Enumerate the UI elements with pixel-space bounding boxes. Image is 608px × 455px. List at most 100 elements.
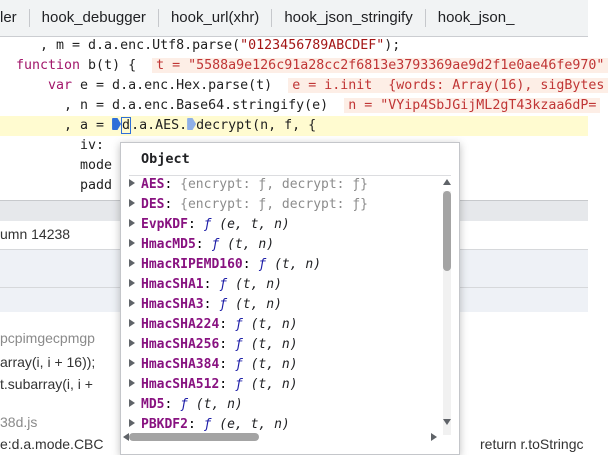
search-result-text[interactable]: pcpimgecpmgp [0,330,95,346]
property-row-hmacsha256[interactable]: HmacSHA256: ƒ (t, n) [129,335,298,355]
cursor-position: umn 14238 [0,226,71,242]
property-value: {encrypt: ƒ, decrypt: ƒ} [180,177,368,192]
function-icon: ƒ [258,257,267,272]
expand-arrow-icon[interactable] [129,279,135,287]
property-row-hmacsha1[interactable]: HmacSHA1: ƒ (t, n) [129,275,282,295]
vertical-scrollbar[interactable] [443,191,451,435]
expand-arrow-icon[interactable] [129,219,135,227]
code-line: , n = d.a.enc.Base64.stringify(e) n = "V… [48,96,601,116]
property-row-evpkdf[interactable]: EvpKDF: ƒ (e, t, n) [129,215,290,235]
tab-separator [157,9,159,27]
code-line: , m = d.a.enc.Utf8.parse("0123456789ABCD… [24,36,400,56]
function-args: (t, n) [250,317,298,332]
tab-separator [424,9,426,27]
code-line: var e = d.a.enc.Hex.parse(t) e = i.init … [48,76,608,96]
property-row-hmacsha224[interactable]: HmacSHA224: ƒ (t, n) [129,315,298,335]
function-args: (t, n) [234,297,282,312]
popover-title: Object [141,151,190,167]
function-args: (t, n) [250,357,298,372]
function-icon: ƒ [203,217,212,232]
tab-separator [271,9,273,27]
property-row-aes[interactable]: AES: {encrypt: ƒ, decrypt: ƒ} [129,175,368,195]
object-preview-popover[interactable]: Object AES: {encrypt: ƒ, decrypt: ƒ} DES… [120,142,460,455]
function-icon: ƒ [219,297,228,312]
property-row-des[interactable]: DES: {encrypt: ƒ, decrypt: ƒ} [129,195,368,215]
scroll-left-arrow-icon[interactable] [123,433,129,441]
code-text: decrypt(n, f, { [196,118,317,133]
horizontal-scrollbar[interactable] [129,433,429,441]
current-line-highlight [0,116,588,136]
tab-separator [28,9,30,27]
function-icon: ƒ [219,277,228,292]
step-marker-icon[interactable] [187,118,197,130]
expand-arrow-icon[interactable] [129,259,135,267]
divider [129,175,451,176]
inline-value: n = "VYip4SbJGijML2gT43kzaa6dP= [344,98,601,113]
property-name: EvpKDF [141,217,188,232]
tab-hook-debugger[interactable]: hook_debugger [41,9,146,26]
function-icon: ƒ [234,337,243,352]
expand-arrow-icon[interactable] [129,399,135,407]
scrollbar-thumb[interactable] [129,433,259,441]
search-result-text[interactable]: t.subarray(i, i + [0,376,93,392]
search-result-text[interactable]: array(i, i + 16)); [0,354,96,370]
code-line: function b(t) { t = "5588a9e126c91a28cc2… [16,56,608,76]
function-icon: ƒ [211,237,220,252]
hovered-token[interactable]: d [121,117,132,134]
property-name: AES [141,177,165,192]
tab-ler[interactable]: ler [0,9,17,26]
property-row-md5[interactable]: MD5: ƒ (t, n) [129,395,243,415]
search-result-file[interactable]: 38d.js [0,414,38,430]
expand-arrow-icon[interactable] [129,299,135,307]
expand-arrow-icon[interactable] [129,179,135,187]
function-args: (t, n) [250,337,298,352]
search-result-text[interactable]: e:d.a.mode.CBC [0,436,104,452]
code-line: iv: [80,138,105,153]
tab-hook-json[interactable]: hook_json_ [437,9,515,26]
function-args: (t, n) [250,377,298,392]
function-icon: ƒ [234,317,243,332]
function-args: (t, n) [227,237,275,252]
code-line: mode [80,158,113,173]
property-name: HmacRIPEMD160 [141,257,243,272]
expand-arrow-icon[interactable] [129,359,135,367]
expand-arrow-icon[interactable] [129,319,135,327]
tab-hook-json-stringify[interactable]: hook_json_stringify [284,9,413,26]
property-row-hmacsha512[interactable]: HmacSHA512: ƒ (t, n) [129,375,298,395]
code-text: b(t) { [80,58,137,73]
code-editor[interactable]: , m = d.a.enc.Utf8.parse("0123456789ABCD… [0,36,608,200]
code-line-paused: , a = d.a.AES.decrypt(n, f, { [48,116,316,136]
expand-arrow-icon[interactable] [129,379,135,387]
function-icon: ƒ [234,377,243,392]
step-marker-icon[interactable] [112,118,122,130]
keyword: function [16,58,81,73]
property-row-hmacripemd160[interactable]: HmacRIPEMD160: ƒ (t, n) [129,255,321,275]
scroll-down-arrow-icon[interactable] [443,419,451,425]
scrollbar-thumb[interactable] [443,191,451,271]
property-name: HmacSHA256 [141,337,220,352]
property-row-pbkdf2[interactable]: PBKDF2: ƒ (e, t, n) [129,415,290,435]
function-icon: ƒ [234,357,243,372]
property-row-hmacsha3[interactable]: HmacSHA3: ƒ (t, n) [129,295,282,315]
expand-arrow-icon[interactable] [129,239,135,247]
property-name: PBKDF2 [141,417,188,432]
scroll-right-arrow-icon[interactable] [431,433,437,441]
expand-arrow-icon[interactable] [129,199,135,207]
string-literal: "0123456789ABCDEF" [240,38,385,53]
script-tab-bar: ler hook_debugger hook_url(xhr) hook_jso… [0,0,588,37]
property-name: HmacSHA512 [141,377,220,392]
tab-hook-url-xhr[interactable]: hook_url(xhr) [170,9,260,26]
property-row-hmacmd5[interactable]: HmacMD5: ƒ (t, n) [129,235,274,255]
function-args: (e, t, n) [219,417,290,432]
property-name: HmacSHA224 [141,317,220,332]
expand-arrow-icon[interactable] [129,339,135,347]
keyword: var [48,78,73,93]
scroll-up-arrow-icon[interactable] [443,179,451,185]
search-result-text[interactable]: return r.toStringc [480,436,584,452]
property-row-hmacsha384[interactable]: HmacSHA384: ƒ (t, n) [129,355,298,375]
function-icon: ƒ [180,397,188,412]
code-text: , n = d.a.enc.Base64.stringify(e) [48,98,329,113]
property-name: HmacSHA384 [141,357,220,372]
expand-arrow-icon[interactable] [129,419,135,427]
inline-value: t = "5588a9e126c91a28cc2f6813e3793369ae9… [152,58,608,73]
